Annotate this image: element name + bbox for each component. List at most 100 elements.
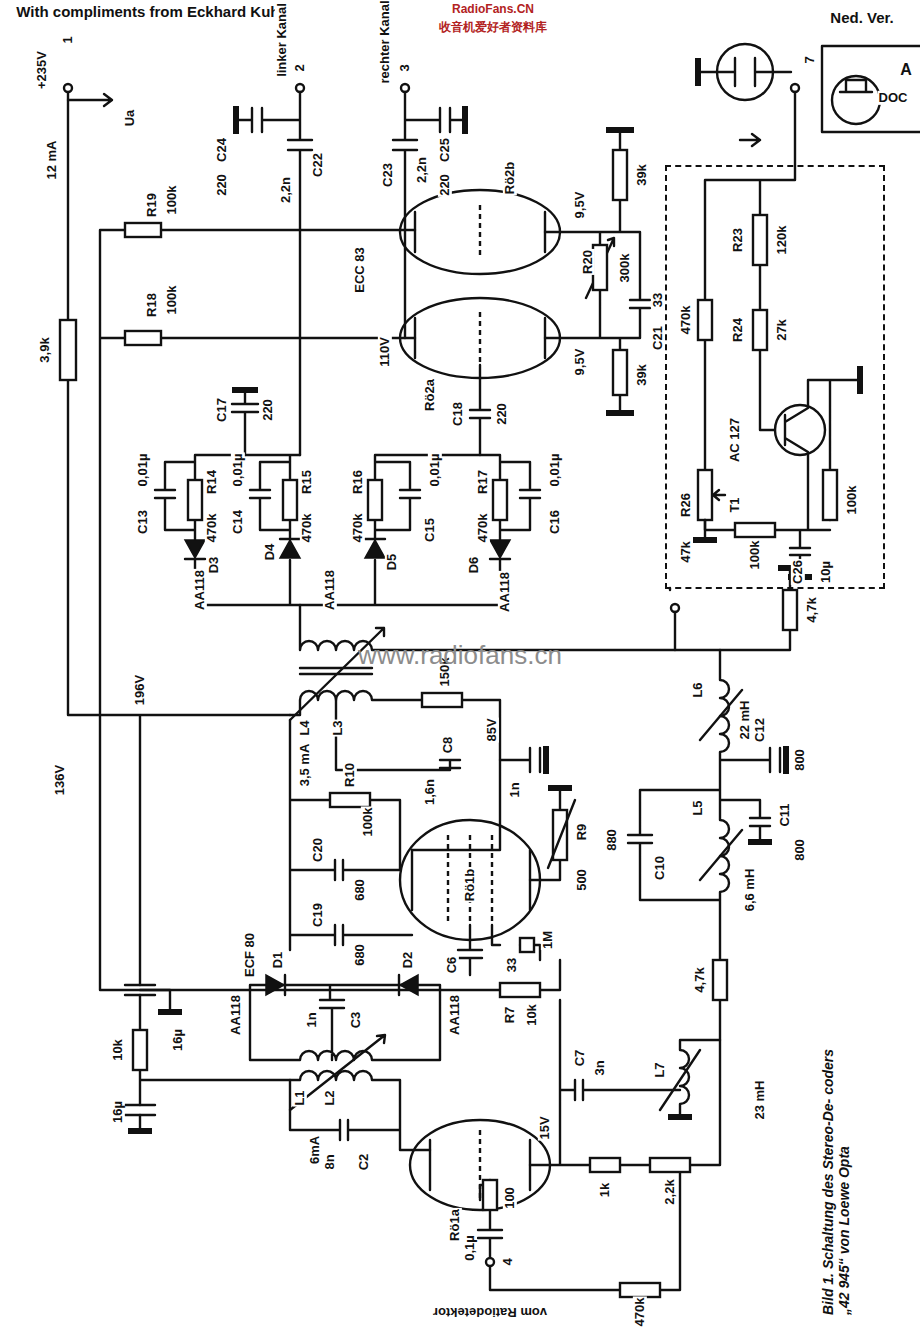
component-label: 2,2n: [415, 156, 429, 184]
component-label: D6: [467, 556, 481, 575]
component-label: 100k: [361, 807, 375, 838]
component-label: C23: [381, 162, 395, 188]
resistor-symbol: [713, 960, 727, 1000]
component-label: AA118: [448, 994, 462, 1036]
component-label: 1n: [508, 781, 522, 798]
component-label: R19: [145, 192, 159, 218]
component-label: C6: [445, 956, 459, 975]
dashed-module-box: R23120k470kR2427kAC 127T1R2647k100k100kC…: [665, 165, 885, 589]
component-label: Ned. Ver.: [829, 10, 894, 27]
component-label: D4: [263, 543, 277, 562]
component-label: L6: [691, 681, 705, 698]
component-label: D2: [401, 951, 415, 970]
inset-photo-part: [832, 76, 880, 124]
component-label: 4: [501, 1257, 515, 1266]
component-label: ECC 83: [353, 246, 367, 294]
component-label: 220: [215, 173, 229, 197]
component-label: With compliments from Eckhard Kuhl: [15, 4, 284, 21]
diode-bar: [285, 975, 399, 995]
ground-symbol: [695, 58, 701, 86]
component-label: C7: [573, 1049, 587, 1068]
ground-symbol: [232, 387, 258, 393]
component-label: Rö1a: [448, 1208, 462, 1242]
component-label: 470k: [679, 305, 693, 336]
component-label: C22: [311, 152, 325, 178]
component-label: 220: [438, 173, 452, 197]
component-label: 8n: [323, 1153, 337, 1170]
component-label: 33: [651, 292, 665, 308]
ground-symbol: [693, 366, 860, 577]
pentode-wire: [290, 720, 560, 975]
component-label: 120k: [775, 225, 789, 256]
resistor-symbol: [483, 1180, 497, 1210]
component-label: 100: [503, 1186, 517, 1210]
resistor-symbol: [753, 215, 767, 265]
component-label: 3n: [593, 1059, 607, 1076]
variable-arrow: [660, 690, 742, 1110]
component-label: R10: [343, 762, 357, 788]
component-label: RadioFans.CN: [451, 3, 535, 16]
component-label: rechter Kanal: [378, 0, 392, 85]
component-label: R15: [300, 469, 314, 495]
component-label: C14: [231, 509, 245, 535]
resistor-symbol: [500, 983, 540, 997]
resistor-symbol: [620, 1283, 660, 1297]
resistor-symbol: [735, 523, 775, 537]
resistor-symbol: [783, 590, 797, 630]
component-label: 22 mH: [738, 699, 752, 740]
cathode-wire: [470, 132, 650, 455]
component-label: 500: [575, 868, 589, 892]
resistor-symbol: [590, 1158, 620, 1172]
component-label: 1,6n: [423, 778, 437, 806]
resistor-symbol: [698, 300, 712, 340]
component-label: L3: [331, 719, 345, 736]
diode-network-wire: [155, 455, 540, 605]
component-label: 3,5 mA: [298, 743, 312, 788]
component-label: C15: [423, 517, 437, 543]
resistor-symbol: [753, 310, 767, 350]
variable-arrow: [290, 1035, 385, 1110]
component-label: AC 127: [728, 417, 742, 463]
component-label: C17: [215, 397, 229, 423]
component-label: 12 mA: [45, 139, 59, 180]
component-label: 1n: [305, 1011, 319, 1028]
component-label: 680: [353, 943, 367, 967]
component-label: 16µ: [111, 1100, 125, 1124]
component-label: 39k: [635, 363, 649, 387]
tube-electrode: [430, 1140, 530, 1190]
component-label: 33: [505, 957, 519, 973]
component-label: 85V: [485, 717, 499, 742]
ground-symbol: [606, 130, 634, 413]
component-label: +235V: [35, 50, 49, 90]
component-label: C12: [753, 717, 767, 743]
diode-symbol: [185, 540, 510, 558]
component-label: 3,9k: [38, 336, 52, 363]
component-label: Rö2b: [503, 161, 517, 196]
resistor-symbol: [330, 793, 370, 807]
dashed-box-wire: [670, 588, 675, 650]
component-label: 6mA: [308, 1135, 322, 1165]
discriminator-wire: [250, 985, 440, 1150]
component-label: L4: [298, 719, 312, 736]
component-label: 0,01µ: [231, 453, 245, 488]
component-label: L5: [691, 799, 705, 816]
potentiometer-wire: [704, 520, 706, 538]
component-label: C3: [349, 1011, 363, 1030]
component-label: C26: [791, 559, 805, 585]
component-label: AA118: [193, 569, 207, 611]
tube-grid: [448, 835, 492, 925]
resistor-symbol: [613, 150, 627, 200]
component-label: 10k: [525, 1003, 539, 1027]
component-label: R24: [731, 317, 745, 343]
component-label: 110V: [378, 336, 392, 368]
component-label: R14: [205, 469, 219, 495]
component-label: 1M: [541, 930, 555, 950]
component-label: 0,01µ: [548, 453, 562, 488]
resistor-symbol: [520, 938, 534, 952]
component-label: Ua: [123, 109, 137, 128]
output-wire: [238, 92, 462, 455]
component-label: 1: [61, 35, 75, 44]
component-label: R26: [679, 492, 693, 518]
component-label: 470k: [633, 1297, 647, 1328]
component-label: 220: [495, 402, 509, 426]
